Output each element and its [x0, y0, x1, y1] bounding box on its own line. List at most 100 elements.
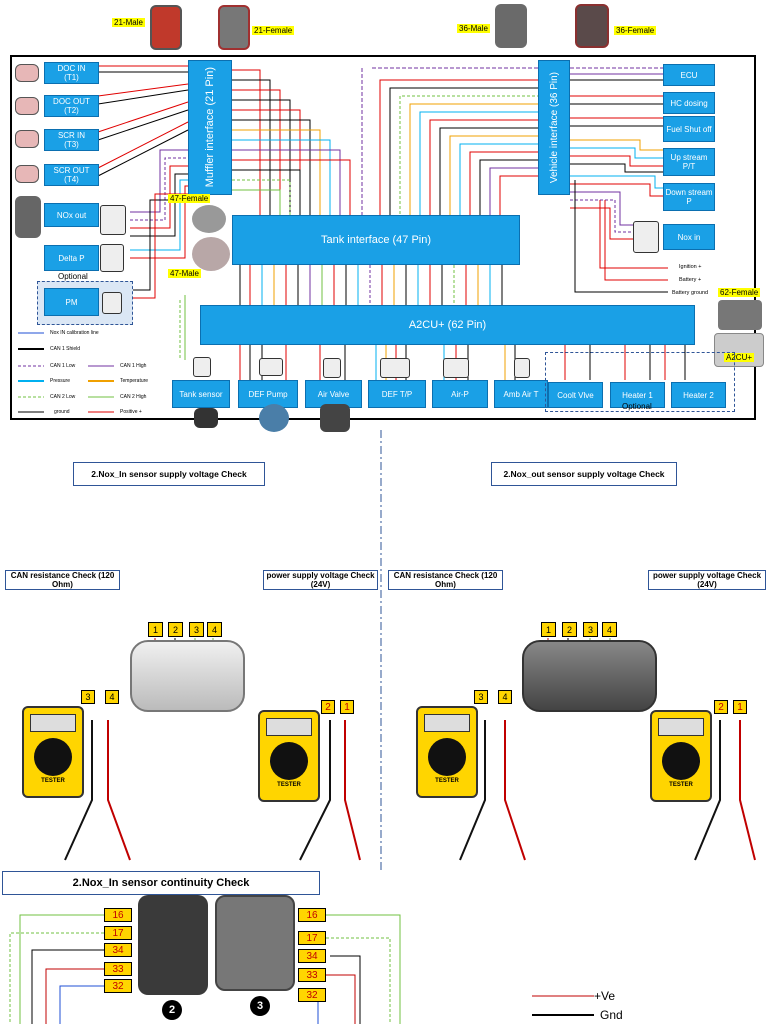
label-21-male: 21-Male — [112, 18, 145, 27]
cont-pin-16-right: 16 — [298, 908, 326, 922]
cont-pin-17-left: 17 — [104, 926, 132, 940]
box-heater-2: Heater 2 — [671, 382, 726, 408]
box-air-p: Air-P — [432, 380, 488, 408]
legend-can1-high: CAN 1 High — [120, 363, 147, 369]
connector-36-male-icon — [495, 4, 527, 48]
tank-sensor-plug-icon — [193, 357, 211, 377]
vehicle-interface: Vehicle interface (36 Pin) — [538, 60, 570, 195]
connector-36-male-large-icon — [215, 895, 295, 991]
box-air-valve: Air Valve — [305, 380, 362, 408]
probe-label-4-right: 4 — [498, 690, 512, 704]
nox-out-plug-icon — [100, 205, 126, 235]
connector-62-female-icon — [718, 300, 762, 330]
cont-pin-34-left: 34 — [104, 943, 132, 957]
sensor-scr-in: SCR IN(T3) — [44, 129, 99, 151]
box-ecu: ECU — [663, 64, 715, 86]
sensor-nox-out: NOx out — [44, 203, 99, 227]
nox-out-sensor-icon — [15, 196, 41, 238]
legend-pressure: Pressure — [50, 378, 71, 384]
box-coolt-vlve: Coolt Vlve — [548, 382, 603, 408]
cont-pin-16-left: 16 — [104, 908, 132, 922]
cont-pin-32-right: 32 — [298, 988, 326, 1002]
amb-air-plug-icon — [514, 358, 530, 378]
probe-label-2-left: 2 — [321, 700, 335, 714]
pm-plug-icon — [102, 292, 122, 314]
probe-label-3-left: 3 — [81, 690, 95, 704]
sensor-doc-in: DOC IN(T1) — [44, 62, 99, 84]
legend-positive-ve: +Ve — [594, 989, 616, 1003]
air-valve-photo-icon — [320, 404, 350, 432]
sensor-pm: PM — [44, 288, 99, 316]
a2cu-unit-icon — [714, 333, 764, 367]
probe-label-4-left: 4 — [105, 690, 119, 704]
box-fuel-shut-off: Fuel Shut off — [663, 116, 715, 142]
a2cu-module: A2CU+ (62 Pin) — [200, 305, 695, 345]
legend-can1-low: CAN 1 Low — [50, 363, 76, 369]
muffler-interface: Muffler interface (21 Pin) — [188, 60, 232, 195]
box-tank-sensor: Tank sensor — [172, 380, 230, 408]
nox-in-plug-icon — [633, 221, 659, 253]
vehicle-interface-label: Vehicle interface (36 Pin) — [548, 71, 560, 184]
label-21-female: 21-Female — [252, 26, 295, 35]
box-amb-air-t: Amb Air T — [494, 380, 548, 408]
air-p-plug-icon — [443, 358, 469, 378]
sensor-scr-out: SCR OUT(T4) — [44, 164, 99, 186]
connector-36-female-large-icon — [138, 895, 208, 995]
label-battery-ground: Battery ground — [672, 290, 709, 296]
legend-can2-low: CAN 2 Low — [50, 394, 76, 400]
box-upstream-pt: Up stream P/T — [663, 148, 715, 176]
multimeter-icon: TESTER — [650, 710, 712, 802]
probe-label-1-right: 1 — [733, 700, 747, 714]
probe-label-3-right: 3 — [474, 690, 488, 704]
connector-36-female-icon — [575, 4, 609, 48]
probe-label-2-right: 2 — [714, 700, 728, 714]
def-tp-plug-icon — [380, 358, 410, 378]
nox-in-connector-icon — [130, 640, 245, 712]
pin-3-left: 3 — [189, 622, 204, 637]
label-can-resistance-right: CAN resistance Check (120 Ohm) — [388, 570, 503, 590]
title-nox-in-continuity: 2.Nox_In sensor continuity Check — [2, 871, 320, 895]
def-pump-photo-icon — [259, 404, 289, 432]
sensor-delta-p: Delta P — [44, 245, 99, 271]
box-hc-dosing: HC dosing — [663, 92, 715, 114]
label-47-female: 47-Female — [168, 194, 211, 203]
pin-4-right: 4 — [602, 622, 617, 637]
label-ignition: Ignition + — [679, 264, 702, 270]
optional-label-pm: Optional — [58, 272, 88, 281]
label-power-supply-right: power supply voltage Check (24V) — [648, 570, 766, 590]
multimeter-icon: TESTER — [416, 706, 478, 798]
cont-pin-17-right: 17 — [298, 931, 326, 945]
wiring-diagram-frame — [10, 55, 756, 420]
multimeter-icon: TESTER — [258, 710, 320, 802]
multimeter-brand: TESTER — [435, 778, 459, 784]
nox-out-connector-icon — [522, 640, 657, 712]
box-heater-1: Heater 1 — [610, 382, 665, 408]
label-62-female: 62-Female — [718, 288, 761, 297]
multimeter-brand: TESTER — [669, 782, 693, 788]
multimeter-icon: TESTER — [22, 706, 84, 798]
box-downstream-p: Down stream P — [663, 183, 715, 211]
title-nox-out-supply-check: 2.Nox_out sensor supply voltage Check — [491, 462, 677, 486]
delta-p-plug-icon — [100, 244, 124, 272]
muffler-interface-label: Muffler interface (21 Pin) — [203, 67, 216, 188]
legend-gnd: Gnd — [600, 1008, 623, 1022]
pin-1-right: 1 — [541, 622, 556, 637]
circle-marker-3-label: 3 — [256, 1000, 264, 1012]
cont-pin-33-right: 33 — [298, 968, 326, 982]
legend-can1-shield: CAN 1 Shield — [50, 346, 81, 352]
cont-pin-33-left: 33 — [104, 962, 132, 976]
box-nox-in: Nox in — [663, 224, 715, 250]
connector-21-male-icon — [150, 5, 182, 50]
label-47-male: 47-Male — [168, 269, 201, 278]
temp-sensor-t2-icon — [15, 97, 39, 115]
temp-sensor-t1-icon — [15, 64, 39, 82]
cont-pin-34-right: 34 — [298, 949, 326, 963]
probe-label-1-left: 1 — [340, 700, 354, 714]
label-a2cu-small: A2CU+ — [724, 353, 755, 362]
label-power-supply-left: power supply voltage Check (24V) — [263, 570, 378, 590]
legend-nox-calibration: Nox IN calibration line — [50, 330, 99, 336]
optional-label-heater: Optional — [622, 402, 652, 411]
label-can-resistance-left: CAN resistance Check (120 Ohm) — [5, 570, 120, 590]
legend-ground: ground — [54, 409, 70, 415]
pin-2-left: 2 — [168, 622, 183, 637]
